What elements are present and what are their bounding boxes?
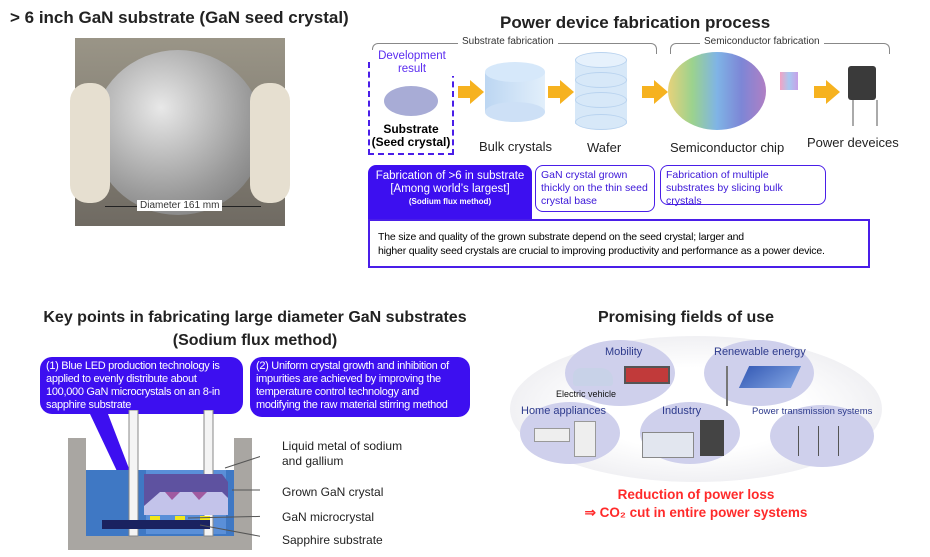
power-device-icon: [848, 66, 876, 100]
highlight-line1: Fabrication of >6 in substrate: [375, 170, 525, 182]
diameter-label: Diameter 161 mm: [137, 200, 223, 211]
wind-turbine-icon: [726, 366, 728, 406]
field-renewable-energy: Renewable energy: [714, 346, 806, 358]
step-wafer: Wafer: [587, 140, 622, 155]
label-liquid-metal-1: Liquid metal of sodium: [282, 439, 403, 453]
substrate-text: Substrate: [383, 122, 439, 136]
result-line2: ⇒ CO₂ cut in entire power systems: [584, 505, 808, 520]
step-semiconductor-chip: Semiconductor chip: [670, 140, 785, 155]
step-bulk-crystals: Bulk crystals: [479, 139, 552, 154]
arrow-right-icon: [642, 80, 668, 104]
factory-icon: [642, 432, 694, 458]
point1-bubble: (1) Blue LED production technology is ap…: [40, 357, 243, 414]
substrate-label: Substrate (Seed crystal): [368, 123, 454, 149]
label-liquid-metal-2: and gallium: [282, 454, 344, 468]
power-device-leads: [852, 100, 878, 126]
sapphire-substrate: [102, 520, 210, 529]
development-result-label: Development result: [370, 50, 454, 76]
substrate-photo: Diameter 161 mm: [70, 38, 290, 226]
result-line1: Reduction of power loss: [617, 487, 775, 502]
glove-left: [70, 83, 110, 203]
point2-bubble: (2) Uniform crystal growth and inhibitio…: [250, 357, 470, 417]
tube-left: [128, 410, 139, 537]
field-power-transmission: Power transmission systems: [752, 406, 873, 417]
bulk-crystal-icon: [485, 62, 545, 122]
field-electric-vehicle: Electric vehicle: [556, 389, 617, 399]
note-line2: higher quality seed crystals are crucial…: [378, 245, 825, 257]
gan-substrate-title: > 6 inch GaN substrate (GaN seed crystal…: [10, 8, 349, 27]
seed-crystal-text: (Seed crystal): [371, 135, 451, 149]
grown-crystal-lower: [144, 492, 228, 515]
tube-right: [203, 410, 214, 537]
callout-wafer: Fabrication of multiple substrates by sl…: [660, 165, 826, 207]
highlight-box: Fabrication of >6 in substrate [Among wo…: [368, 165, 532, 220]
server-rack-icon: [700, 420, 724, 456]
field-industry: Industry: [662, 405, 702, 417]
substrate-group-label: Substrate fabrication: [458, 36, 558, 47]
crucible-diagram: [68, 410, 260, 550]
label-liquid-metal: Liquid metal of sodium and gallium: [282, 439, 402, 469]
arrow-right-icon: [814, 80, 840, 104]
callout-bulk: GaN crystal grown thickly on the thin se…: [535, 165, 655, 212]
chip-icon: [780, 72, 798, 90]
label-grown-crystal: Grown GaN crystal: [282, 485, 384, 499]
highlight-line3: (Sodium flux method): [408, 197, 492, 206]
crucible-wall: [68, 438, 252, 550]
note-line1: The size and quality of the grown substr…: [378, 231, 744, 243]
wafer-disc: [93, 50, 263, 215]
refrigerator-icon: [574, 421, 596, 457]
seed-crystal-icon: [384, 86, 438, 116]
arrow-right-icon: [458, 80, 484, 104]
highlight-line2: [Among world’s largest]: [390, 183, 510, 195]
label-sapphire: Sapphire substrate: [282, 533, 383, 547]
wafer-stack-icon: [575, 52, 627, 132]
glove-right: [250, 83, 290, 203]
transmission-tower-icon: [790, 426, 850, 456]
arrow-right-icon: [548, 80, 574, 104]
keypoints-title-line2: (Sodium flux method): [172, 332, 338, 349]
solar-panel-icon: [738, 366, 802, 388]
air-conditioner-icon: [534, 428, 570, 442]
process-title: Power device fabrication process: [500, 13, 771, 32]
field-home-appliances: Home appliances: [521, 405, 606, 417]
field-mobility: Mobility: [605, 346, 643, 358]
semiconductor-group-label: Semiconductor fabrication: [700, 36, 824, 47]
train-icon: [624, 366, 670, 384]
result-text: Reduction of power loss ⇒ CO₂ cut in ent…: [510, 486, 882, 522]
car-icon: [573, 368, 613, 386]
note-box: The size and quality of the grown substr…: [368, 219, 870, 268]
semiconductor-wafer-icon: [668, 52, 766, 130]
label-microcrystal: GaN microcrystal: [282, 510, 375, 524]
fields-title: Promising fields of use: [598, 309, 775, 326]
step-power-devices: Power deveices: [807, 135, 899, 150]
keypoints-title-line1: Key points in fabricating large diameter…: [43, 309, 467, 326]
